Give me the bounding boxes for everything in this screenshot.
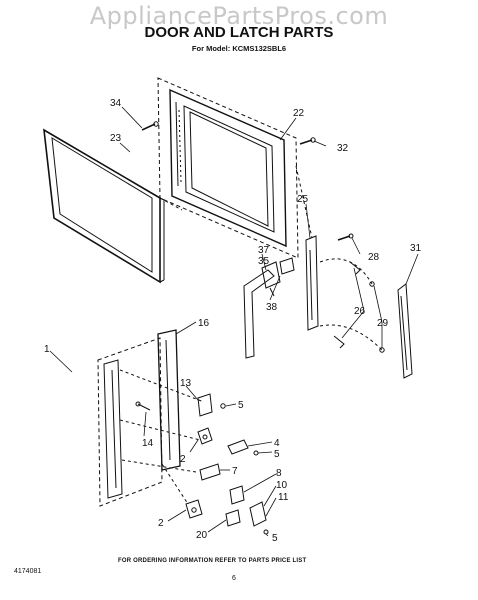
callout-1: 1	[44, 344, 50, 355]
callout-16: 16	[198, 318, 210, 329]
callout-14: 14	[142, 438, 154, 449]
document-number: 4174081	[14, 568, 42, 575]
callout-20: 20	[196, 530, 208, 541]
callout-32: 32	[337, 143, 349, 154]
clip-20	[225, 509, 241, 527]
latch-2-upper	[197, 427, 213, 445]
slider-7	[199, 463, 221, 481]
callout-26: 26	[354, 306, 366, 317]
callout-34: 34	[110, 98, 122, 109]
door-glass-part	[43, 128, 165, 284]
callout-10: 10	[276, 480, 288, 491]
hook-bar-16	[157, 329, 181, 471]
latch-assembly-outline	[97, 337, 163, 507]
callout-22: 22	[293, 108, 305, 119]
ordering-info-footer: FOR ORDERING INFORMATION REFER TO PARTS …	[118, 558, 307, 564]
latch-2-lower	[185, 499, 203, 519]
callout-29: 29	[377, 318, 389, 329]
callout-28: 28	[368, 252, 380, 263]
door-assembly-outline	[157, 77, 299, 259]
screw-32	[299, 137, 316, 145]
latch-plate-25	[305, 235, 319, 331]
callout-5-middle: 5	[274, 449, 280, 460]
switch-cluster-8	[229, 485, 269, 535]
callout-25: 25	[297, 194, 309, 205]
callout-35: 35	[258, 256, 270, 267]
callout-31: 31	[410, 243, 422, 254]
callout-8: 8	[276, 468, 282, 479]
page-title: DOOR AND LATCH PARTS	[144, 24, 334, 41]
callout-4: 4	[274, 438, 280, 449]
watermark: AppliancePartsPros.com	[89, 2, 389, 30]
callout-2-upper: 2	[180, 454, 186, 465]
callout-38: 38	[266, 302, 278, 313]
callout-23: 23	[110, 133, 122, 144]
callout-11: 11	[278, 492, 289, 503]
callout-13: 13	[180, 378, 192, 389]
latch-rail	[103, 359, 123, 499]
side-strip-31	[397, 283, 413, 379]
page-number: 6	[232, 575, 236, 582]
callout-5-lower: 5	[272, 533, 278, 544]
callout-7: 7	[232, 466, 238, 477]
callout-37: 37	[258, 245, 270, 256]
latch-springs-26	[319, 258, 385, 353]
callout-2-lower: 2	[158, 518, 164, 529]
latch-lever-35	[243, 257, 295, 359]
door-frame-part	[169, 88, 287, 248]
screw-28	[337, 233, 354, 241]
part-4	[227, 439, 259, 456]
screw-14	[135, 401, 151, 411]
bracket-13	[197, 393, 226, 417]
screw-34	[141, 121, 159, 131]
model-subtitle: For Model: KCMS132SBL6	[191, 44, 287, 53]
callout-5-upper: 5	[238, 400, 244, 411]
